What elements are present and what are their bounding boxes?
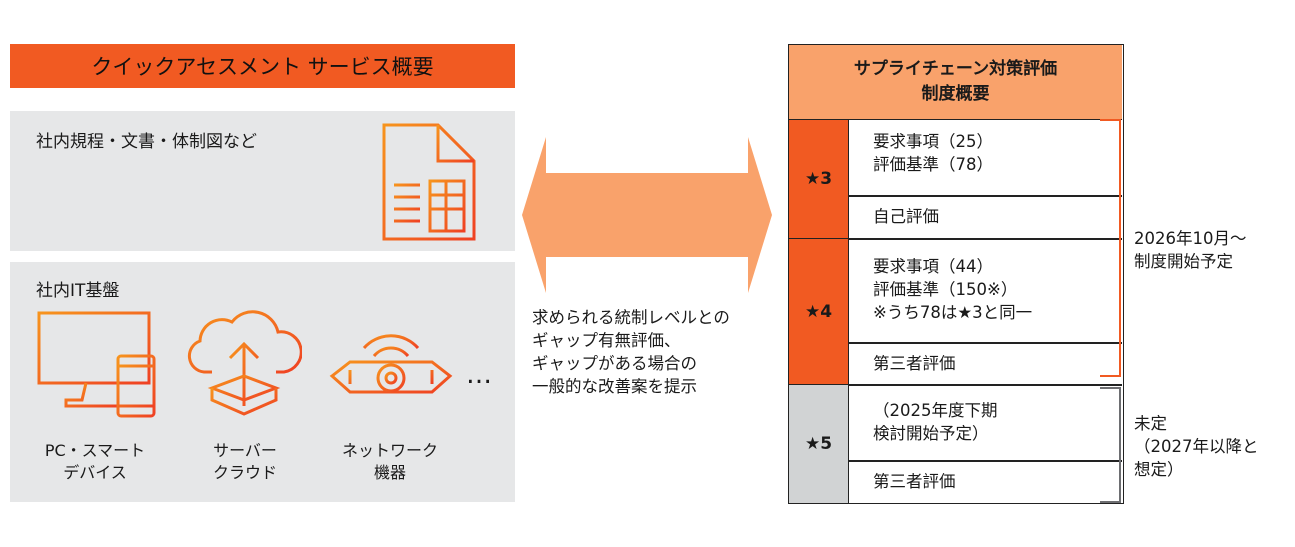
service-title: クイックアセスメント サービス概要: [10, 44, 515, 88]
star5-evaluation: 第三者評価: [873, 472, 956, 491]
bracket-star3-4: [1100, 119, 1121, 377]
star4-evaluation: 第三者評価: [873, 354, 956, 373]
star5-cell: ★5: [789, 385, 849, 503]
row-divider: [849, 195, 1122, 197]
document-icon: [382, 123, 476, 241]
launch-note: 2026年10月～ 制度開始予定: [1134, 229, 1247, 271]
certification-table: サプライチェーン対策評価 制度概要 ★3 要求事項（25） 評価基準（78） 自…: [788, 44, 1124, 504]
row-divider: [789, 384, 1122, 386]
star5-plan: （2025年度下期 検討開始予定）: [873, 401, 998, 443]
device-label-server: サーバー クラウド: [212, 441, 277, 482]
docs-panel-label: 社内規程・文書・体制図など: [36, 132, 257, 152]
star4-requirements: 要求事項（44） 評価基準（150※） ※うち78は★3と同一: [873, 257, 1033, 322]
device-label-pc: PC・スマート デバイス: [44, 441, 146, 482]
star3-cell: ★3: [789, 120, 849, 238]
device-label-network: ネットワーク 機器: [341, 441, 438, 482]
star5-note: 未定 （2027年以降と 想定）: [1134, 414, 1259, 479]
pc-smart-device-icon: [37, 311, 156, 418]
star4-cell: ★4: [789, 239, 849, 384]
it-panel-label: 社内IT基盤: [36, 281, 120, 301]
star3-requirements: 要求事項（25） 評価基準（78）: [873, 132, 993, 174]
network-device-icon: [329, 334, 453, 394]
table-header: サプライチェーン対策評価 制度概要: [789, 45, 1122, 120]
more-ellipsis: …: [466, 360, 493, 390]
docs-panel: 社内規程・文書・体制図など: [10, 111, 515, 251]
gap-assessment-text: 求められる統制レベルとの ギャップ有無評価、 ギャップがある場合の 一般的な改善…: [532, 308, 730, 396]
row-divider: [789, 238, 1122, 240]
double-arrow-icon: [522, 137, 772, 293]
row-divider: [849, 342, 1122, 344]
it-infra-panel: 社内IT基盤 PC・スマート デバイス サーバー クラウド: [10, 262, 515, 502]
star3-evaluation: 自己評価: [873, 207, 939, 226]
row-divider: [849, 460, 1122, 462]
bracket-star5: [1100, 387, 1121, 503]
server-cloud-icon: [187, 310, 302, 416]
